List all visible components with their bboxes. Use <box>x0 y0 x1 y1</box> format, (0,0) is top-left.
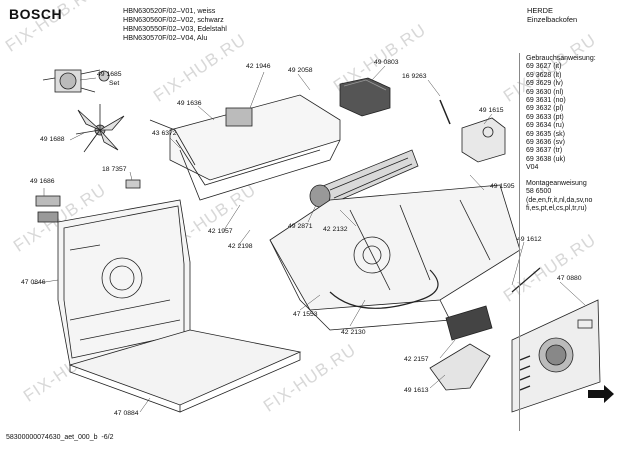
model-line: HBN630570F/02–V04, Alu <box>123 33 208 42</box>
part-label: 47 0884 <box>114 410 139 417</box>
part-label: 42 2198 <box>228 243 253 250</box>
part-label: 47 1553 <box>293 311 318 318</box>
part-label: 43 6372 <box>152 130 177 137</box>
control-panel-drawing <box>511 299 601 413</box>
connector-block-drawing <box>35 195 61 223</box>
bottom-tray-drawing <box>68 329 302 413</box>
fan-wheel-drawing <box>75 104 125 153</box>
manual-number: 69 3635 (sk) <box>526 130 565 138</box>
sensor-drawing <box>511 267 541 293</box>
install-title: Montageanweisung <box>526 179 587 187</box>
part-label: 49 1685 <box>97 71 122 78</box>
blower-box-drawing <box>339 77 391 117</box>
part-label: 49 1636 <box>177 100 202 107</box>
part-label: 42 1957 <box>208 228 233 235</box>
brand-logo: BOSCH <box>9 6 63 22</box>
control-unit-drawing <box>461 117 506 163</box>
part-label: 42 2157 <box>404 356 429 363</box>
manual-number: 69 3631 (no) <box>526 97 566 105</box>
manual-number: 69 3637 (tr) <box>526 147 563 155</box>
cover-drawing <box>429 343 491 391</box>
manual-number: 69 3629 (lv) <box>526 80 563 88</box>
part-label: 49 1688 <box>40 136 65 143</box>
part-label: 49 2871 <box>288 223 313 230</box>
tangential-fan-drawing <box>309 149 419 208</box>
page-number: 6/2 <box>103 434 114 441</box>
part-label: 42 2132 <box>323 226 348 233</box>
install-languages: (de,en,fr,it,nl,da,sv,no <box>526 196 593 204</box>
cable-drawing <box>439 99 451 125</box>
install-number: 58 6500 <box>526 188 552 196</box>
clip-drawing <box>125 179 141 189</box>
part-label: 49 1612 <box>517 236 542 243</box>
part-label: 42 1946 <box>246 63 271 70</box>
part-label: 49 1615 <box>479 107 504 114</box>
next-arrow-icon <box>588 385 614 403</box>
model-line: HBN630560F/02–V02, schwarz <box>123 15 224 24</box>
part-label: 49 1686 <box>30 178 55 185</box>
top-frame-drawing <box>149 94 341 201</box>
part-label: 47 0880 <box>557 275 582 282</box>
part-label: 47 0846 <box>21 279 46 286</box>
manual-number: 69 3630 (nl) <box>526 88 564 96</box>
model-list: HBN630520F/02–V01, weiss HBN630560F/02–V… <box>123 6 227 42</box>
bottom-heater-drawing <box>329 269 439 309</box>
manual-number: 69 3632 (pl) <box>526 105 564 113</box>
part-label: Set <box>109 80 120 87</box>
module-box-drawing <box>445 305 493 341</box>
manual-number: 69 3636 (sv) <box>526 139 565 147</box>
oven-cavity-drawing <box>269 184 521 331</box>
fan-motor-drawing <box>42 69 110 93</box>
manual-number: 69 3633 (pt) <box>526 113 564 121</box>
part-label: 16 9263 <box>402 73 427 80</box>
manual-number: 69 3627 (it) <box>526 63 562 71</box>
part-label: 49 1613 <box>404 387 429 394</box>
document-info-panel: Gebrauchsanweisung: 69 3627 (it) 69 3628… <box>526 55 634 213</box>
model-line: HBN630520F/02–V01, weiss <box>123 6 216 15</box>
manual-number: 69 3634 (ru) <box>526 122 565 130</box>
product-category: HERDE <box>527 6 553 15</box>
part-label: 42 2130 <box>341 329 366 336</box>
panel-divider <box>519 53 520 431</box>
footer: 58300000074630_aet_000_b -6/2 <box>6 434 114 441</box>
manual-number: 69 3628 (lt) <box>526 71 562 79</box>
manual-title: Gebrauchsanweisung: <box>526 55 596 62</box>
manual-number: 69 3638 (uk) <box>526 155 566 163</box>
install-languages: fi,es,pt,el,cs,pl,tr,ru) <box>526 204 587 212</box>
part-label: 49 0803 <box>374 59 399 66</box>
version-label: V04 <box>526 164 539 172</box>
part-label: 49 1595 <box>490 183 515 190</box>
part-label: 49 2058 <box>288 67 313 74</box>
product-type: Einzelbackofen <box>527 15 578 24</box>
document-id: 58300000074630_aet_000_b <box>6 434 98 441</box>
part-label: 18 7357 <box>102 166 127 173</box>
product-info: HERDE Einzelbackofen <box>527 6 577 24</box>
model-line: HBN630550F/02–V03, Edelstahl <box>123 24 227 33</box>
